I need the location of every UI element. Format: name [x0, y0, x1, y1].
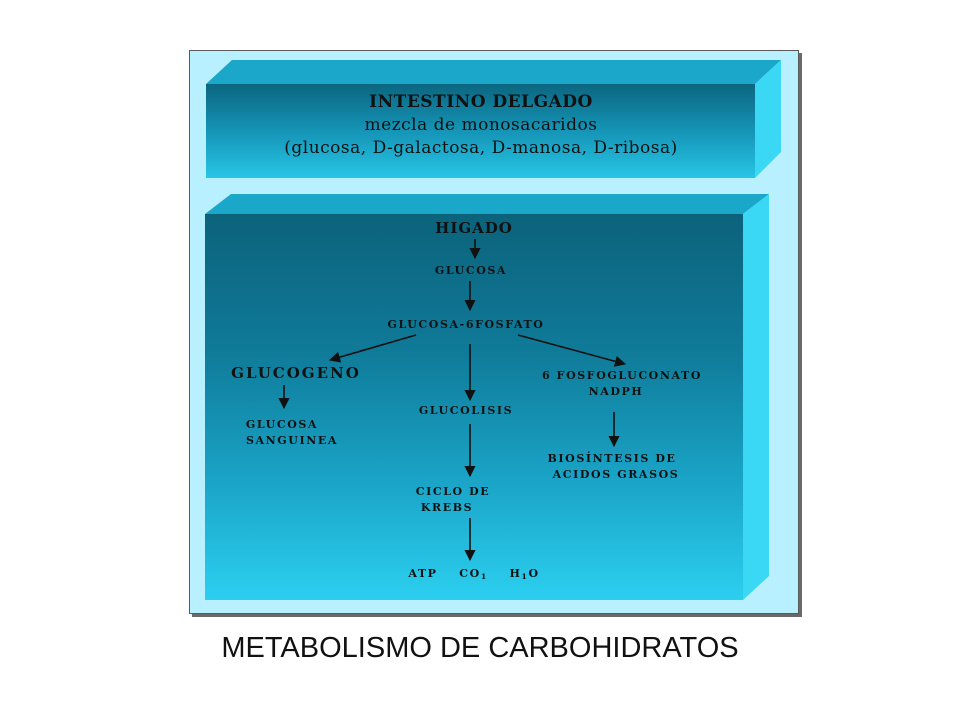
- node-glucosa: GLUCOSA: [434, 264, 508, 277]
- node-biosintesis-line1: BIOSÍNTESIS DE: [547, 452, 677, 465]
- product-h2o: H1O: [509, 567, 540, 581]
- monosacaridos-list: (glucosa, D-galactosa, D-manosa, D-ribos…: [284, 138, 678, 158]
- main-box-front-face: [205, 214, 743, 600]
- top-box-side-face: [755, 60, 781, 178]
- node-glucolisis: GLUCOLISIS: [418, 404, 514, 417]
- top-box-top-face: [206, 60, 781, 84]
- node-glucogeno: GLUCOGENO: [231, 364, 361, 382]
- node-higado: HIGADO: [435, 219, 513, 237]
- node-glucosa-6fosfato: GLUCOSA-6FOSFATO: [387, 318, 545, 331]
- intestino-delgado-title: INTESTINO DELGADO: [369, 92, 593, 112]
- slide-caption: METABOLISMO DE CARBOHIDRATOS: [221, 632, 739, 664]
- node-glucosa-sanguinea-line2: SANGUINEA: [245, 434, 339, 447]
- node-6-fosfogluconato: 6 FOSFOGLUCONATO: [541, 369, 703, 382]
- node-biosintesis-line2: ACIDOS GRASOS: [552, 468, 680, 481]
- node-ciclo-krebs-line2: KREBS: [420, 501, 474, 514]
- main-box-top-face: [205, 194, 769, 214]
- monosacaridos-label: mezcla de monosacaridos: [364, 115, 598, 135]
- top-box-front-face: [206, 84, 755, 178]
- arrow-g6p-glucogeno: [328, 334, 417, 363]
- main-box-side-face: [743, 194, 769, 600]
- node-products: ATP CO1 H1O: [408, 567, 539, 581]
- node-nadph: NADPH: [588, 385, 644, 398]
- arrow-g6p-fosfogluconato: [517, 334, 627, 367]
- product-atp: ATP: [408, 567, 438, 580]
- product-co2: CO1: [459, 567, 488, 581]
- node-glucosa-sanguinea-line1: GLUCOSA: [245, 418, 319, 431]
- node-ciclo-krebs-line1: CICLO DE: [415, 485, 491, 498]
